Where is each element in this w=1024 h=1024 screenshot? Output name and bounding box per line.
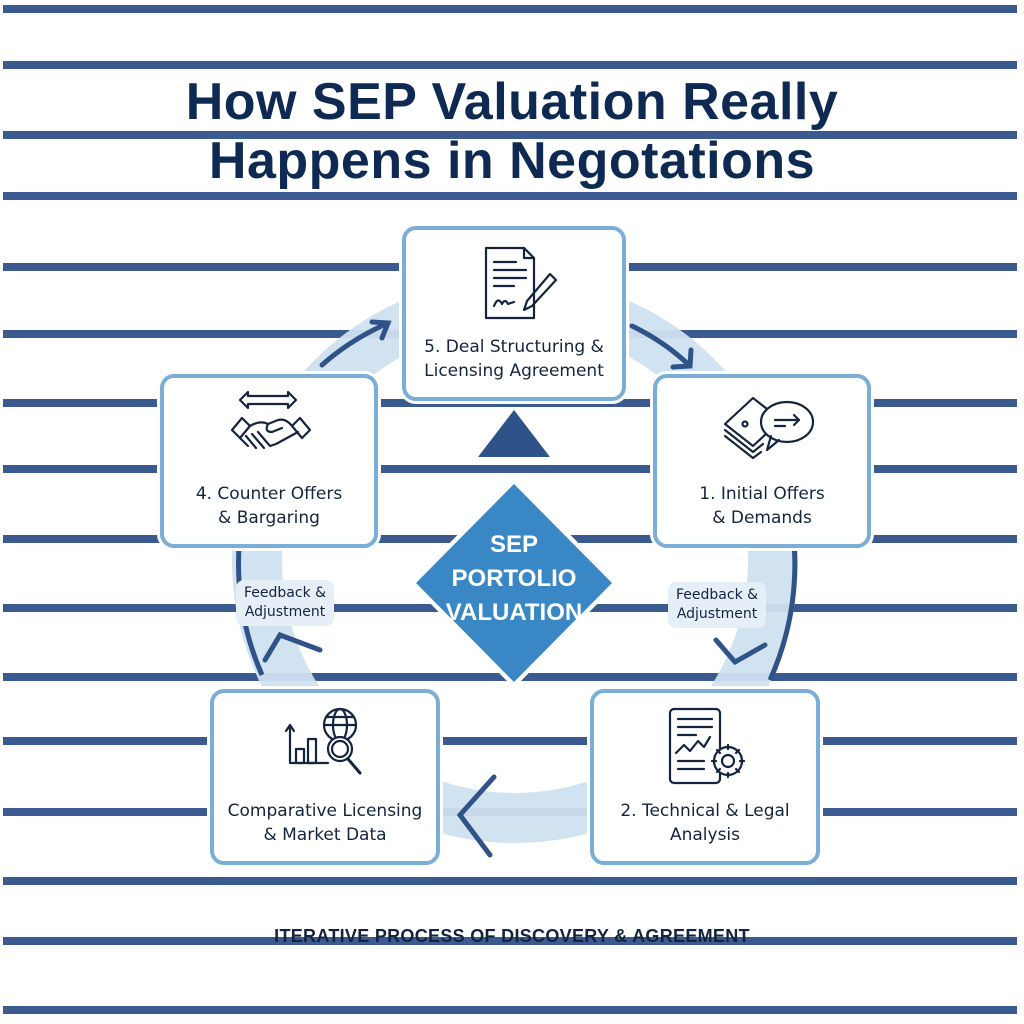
background-stripe	[3, 192, 1017, 200]
step-2-label-1: 2. Technical & Legal	[620, 801, 790, 821]
step-4-card: 4. Counter Offers & Bargaring	[160, 374, 378, 548]
signed-document-pen-icon	[484, 246, 558, 320]
background-stripe	[3, 877, 1017, 885]
center-label: SEP PORTOLIO VALUATION	[410, 528, 618, 630]
background-stripe	[3, 399, 1017, 407]
step-2-card: 2. Technical & Legal Analysis	[590, 689, 820, 865]
feedback-label-left: Feedback & Adjustment	[236, 580, 335, 626]
center-label-line-2: PORTOLIO	[451, 565, 577, 592]
step-5-card: 5. Deal Structuring & Licensing Agreemen…	[402, 226, 626, 401]
step-1-card: 1. Initial Offers & Demands	[653, 374, 871, 548]
handshake-arrows-icon	[230, 390, 312, 450]
chevron-left-icon	[456, 774, 497, 858]
step-2-label-2: Analysis	[669, 825, 741, 845]
step-3-label-1: Comparative Licensing	[227, 801, 423, 821]
feedback-left-line-1: Feedback &	[244, 585, 327, 601]
chevron-up-left-icon	[262, 631, 323, 663]
chart-globe-magnifier-icon	[284, 707, 362, 775]
background-stripe	[3, 61, 1017, 69]
background-stripe	[3, 5, 1017, 13]
step-1-label-1: 1. Initial Offers	[699, 484, 825, 504]
background-stripe	[3, 1006, 1017, 1014]
feedback-left-line-2: Adjustment	[244, 604, 326, 620]
step-5-label-2: Licensing Agreement	[424, 361, 604, 381]
chevron-down-right-icon	[713, 637, 768, 666]
money-speech-bubble-icon	[723, 396, 815, 460]
step-3-card: Comparative Licensing & Market Data	[210, 689, 440, 865]
center-label-line-1: SEP	[489, 531, 539, 558]
background-stripe	[3, 465, 1017, 473]
feedback-label-right: Feedback & Adjustment	[668, 582, 767, 628]
feedback-right-line-1: Feedback &	[676, 587, 759, 603]
arrow-to-step-5-icon	[319, 319, 392, 368]
page-title-line-2: Happens in Negotations	[208, 132, 816, 190]
background-stripe	[3, 737, 1017, 745]
document-chart-gear-icon	[668, 707, 746, 785]
step-1-label-2: & Demands	[712, 508, 812, 528]
background-stripe	[3, 937, 1017, 945]
feedback-right-line-2: Adjustment	[676, 606, 758, 622]
center-diamond	[410, 478, 618, 688]
footer-caption: ITERATIVE PROCESS OF DISCOVERY & AGREEME…	[274, 926, 750, 946]
center-label-line-3: VALUATION	[445, 599, 583, 626]
step-5-label-1: 5. Deal Structuring &	[424, 337, 604, 357]
triangle-up-icon	[478, 410, 550, 457]
background-stripe	[3, 131, 1017, 139]
step-3-label-2: & Market Data	[263, 825, 387, 845]
arrow-to-step-1-icon	[629, 323, 694, 370]
page-title-line-1: How SEP Valuation Really	[185, 73, 839, 131]
step-4-label-1: 4. Counter Offers	[195, 484, 343, 504]
step-4-label-2: & Bargaring	[218, 508, 320, 528]
